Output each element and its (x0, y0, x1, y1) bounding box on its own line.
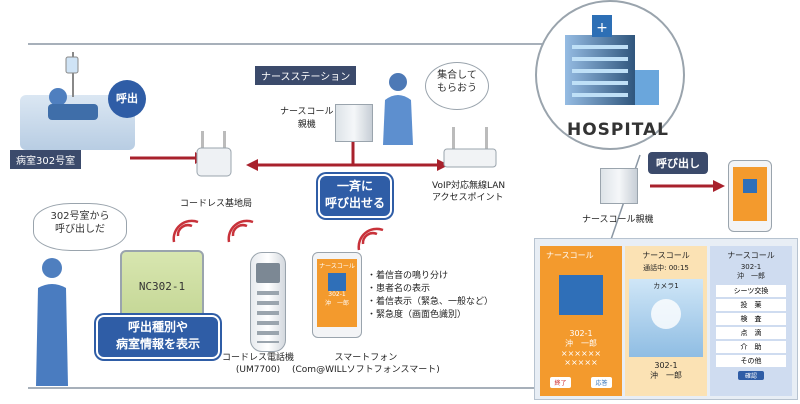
hospital-unit-label: ナースコール親機 (582, 215, 654, 225)
answer-button[interactable]: 応答 (591, 377, 612, 388)
gather-bubble: 集合して もらおう (425, 62, 489, 110)
feature-list: ・着信音の鳴り分け ・患者名の表示 ・着信表示（緊急、一般など） ・緊急度（画面… (367, 268, 493, 320)
hospital-circle: + (535, 0, 685, 150)
menu-item[interactable]: その他 (716, 355, 786, 367)
info-callout: 呼出種別や 病室情報を表示 (96, 315, 220, 359)
phone-mini-room: 302-1 (328, 291, 346, 298)
svg-text:+: + (596, 20, 608, 36)
panel1-mask1: ×××××× (560, 349, 602, 358)
room-label: 病室302号室 (10, 150, 82, 169)
caller-bubble: 302号室から 呼び出しだ (33, 203, 127, 251)
camera-view: カメラ1 (629, 279, 703, 357)
confirm-button[interactable]: 確認 (738, 371, 764, 380)
base-station-label: コードレス基地局 (180, 199, 253, 209)
end-call-button[interactable]: 終了 (550, 377, 571, 388)
hospital-label: HOSPITAL (567, 120, 669, 140)
phone-mini-name: 沖 一郎 (324, 300, 349, 307)
phone-mini-avatar (328, 273, 346, 291)
menu-item[interactable]: シーツ交換 (716, 285, 786, 297)
panel-incoming-call: ナースコール 302-1 沖 一郎 ×××××× ××××× 終了 応答 (540, 246, 622, 396)
caller-figure (36, 258, 68, 386)
panel3-title: ナースコール (727, 251, 775, 260)
panel2-room: 302-1 (654, 361, 678, 370)
nurse-call-unit (335, 104, 373, 142)
feature-item: ・着信表示（緊急、一般など） (367, 297, 494, 307)
broadcast-callout: 一斉に 呼び出せる (318, 174, 392, 218)
smartphone: ナースコール 302-1 沖 一郎 (312, 252, 362, 338)
nurse-figure (383, 73, 413, 145)
access-point-label: VoIP対応無線LAN アクセスポイント (432, 181, 506, 203)
panel2-status: 通話中: 00:15 (643, 264, 689, 272)
feature-item: ・患者名の表示 (367, 284, 431, 294)
panel2-title: ナースコール (642, 251, 690, 260)
menu-item[interactable]: 検 査 (716, 313, 786, 325)
nurse-call-unit-label: ナースコール 親機 (280, 107, 334, 130)
feature-item: ・着信音の鳴り分け (367, 271, 449, 281)
base-station-device (196, 131, 232, 177)
menu-item[interactable]: 点 滴 (716, 327, 786, 339)
cordless-phone (250, 252, 286, 352)
panel1-mask2: ××××× (564, 358, 598, 367)
menu-item[interactable]: 投 薬 (716, 299, 786, 311)
panel1-avatar (559, 275, 603, 315)
panel2-camera: カメラ1 (653, 282, 679, 290)
access-point-device (443, 127, 497, 168)
camera-pan-control[interactable] (651, 299, 681, 329)
panel1-name: 沖 一郎 (565, 339, 597, 348)
cordless-label: コードレス電話機 (UM7700) (222, 353, 295, 375)
panel3-room: 302-1 (740, 263, 762, 271)
hospital-nurse-call-unit (600, 168, 638, 204)
cordless-screen-text: NC302-1 (138, 280, 186, 293)
feature-item: ・緊急度（画面色識別） (367, 310, 467, 320)
panel3-name: 沖 一郎 (737, 272, 765, 280)
panel1-title: ナースコール (546, 251, 594, 260)
panel2-name: 沖 一郎 (650, 371, 682, 380)
call-bubble: 呼出 (108, 80, 146, 118)
station-label: ナースステーション (255, 66, 357, 85)
smartphone-label: スマートフォン (Com@WILLソフトフォンスマート) (292, 353, 440, 375)
task-menu: シーツ交換 投 薬 検 査 点 滴 介 助 その他 (716, 285, 786, 367)
panel-task-menu: ナースコール 302-1 沖 一郎 シーツ交換 投 薬 検 査 点 滴 介 助 … (710, 246, 792, 396)
menu-item[interactable]: 介 助 (716, 341, 786, 353)
panel1-room: 302-1 (569, 329, 593, 338)
cordless-screen-zoom: NC302-1 (120, 250, 204, 324)
hospital-call-tag: 呼び出し (648, 152, 708, 174)
phone-mini-title: ナースコール (319, 263, 355, 270)
panel-in-call: ナースコール 通話中: 00:15 カメラ1 302-1 沖 一郎 (625, 246, 707, 396)
patient-figure (48, 52, 98, 120)
hospital-smartphone (728, 160, 772, 232)
